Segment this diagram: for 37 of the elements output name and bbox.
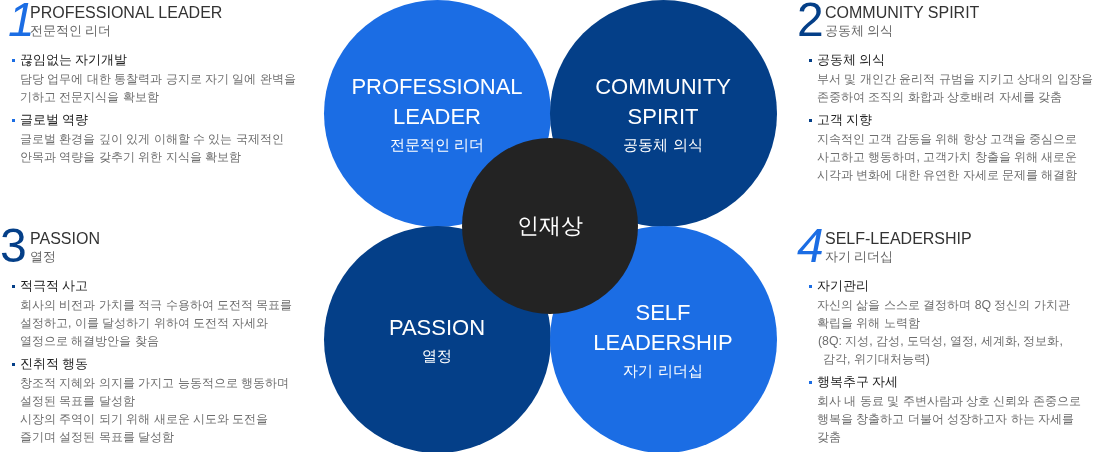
bullet-heading: 자기관리 [817, 278, 870, 295]
circle-subtitle: 열정 [422, 345, 452, 366]
bullet-text: 회사의 비전과 가치를 적극 수용하여 도전적 목표를 설정하고, 이를 달성하기 위하여 도전적 자세와 열정으로 해결방안을 찾음 [20, 297, 294, 350]
section-title: PASSION [30, 229, 100, 249]
circle-title: SELF LEADERSHIP [592, 298, 734, 357]
section-subtitle: 공동체 의식 [825, 23, 894, 39]
bullet-text: 창조적 지혜와 의지를 가지고 능동적으로 행동하며 설정된 목표를 달성함 [20, 375, 291, 410]
bullet-heading: 글로벌 역량 [20, 112, 90, 129]
bullet-text: 부서 및 개인간 윤리적 규범을 지키고 상대의 입장을 존중하여 조직의 화합과 상호배려 자세를 갖춤 [817, 71, 1094, 106]
circle-subtitle: 전문적인 리더 [389, 134, 485, 155]
section-subtitle: 열정 [30, 249, 56, 265]
circle-subtitle: 자기 리더십 [623, 360, 703, 381]
bullet-text: 시장의 주역이 되기 위해 새로운 시도와 도전을 즐기며 설정된 목표를 달성함 [20, 411, 270, 446]
circle-subtitle: 공동체 의식 [623, 134, 703, 155]
bullet-heading: 끊임없는 자기개발 [20, 52, 129, 69]
section-title: COMMUNITY SPIRIT [825, 3, 980, 23]
bullet-text: 담당 업무에 대한 통찰력과 긍지로 자기 일에 완벽을 기하고 전문지식을 확보함 [20, 71, 297, 106]
section-number: 3 [0, 222, 27, 270]
bullet-heading: 적극적 사고 [20, 278, 90, 295]
bullet-text: 자신의 삶을 스스로 결정하며 8Q 정신의 가치관 확립을 위해 노력함 [817, 297, 1071, 332]
bullet-note: (8Q: 지성, 감성, 도덕성, 열정, 세계화, 정보화, 감각, 위기대처능력) [817, 333, 1064, 368]
bullet-heading: 공동체 의식 [817, 52, 887, 69]
section-title: SELF-LEADERSHIP [825, 229, 972, 249]
bullet-text: 글로벌 환경을 깊이 있게 이해할 수 있는 국제적인 안목과 역량을 갖추기 위한 지식을 확보함 [20, 131, 285, 166]
bullet-heading: 고객 지향 [817, 112, 874, 129]
circle-title: PROFESSIONAL LEADER [350, 72, 524, 131]
circle-title: PASSION [387, 313, 487, 342]
center-label: 인재상 [517, 212, 583, 240]
section-subtitle: 자기 리더십 [825, 249, 894, 265]
bullet-text: 지속적인 고객 감동을 위해 항상 고객을 중심으로 사고하고 행동하며, 고객가치 창출을 위해 새로운 시각과 변화에 대한 유연한 자세로 문제를 해결함 [817, 131, 1079, 184]
section-number: 4 [797, 222, 824, 270]
section-subtitle: 전문적인 리더 [30, 24, 112, 39]
bullet-heading: 행복추구 자세 [817, 374, 900, 391]
bullet-heading: 진취적 행동 [20, 356, 90, 373]
bullet-text: 회사 내 동료 및 주변사람과 상호 신뢰와 존중으로 행복을 창출하고 더불어 성장하고자 하는 자세를 갖춤 [817, 393, 1082, 446]
section-number: 2 [797, 0, 824, 44]
circle-title: COMMUNITY SPIRIT [594, 72, 732, 131]
